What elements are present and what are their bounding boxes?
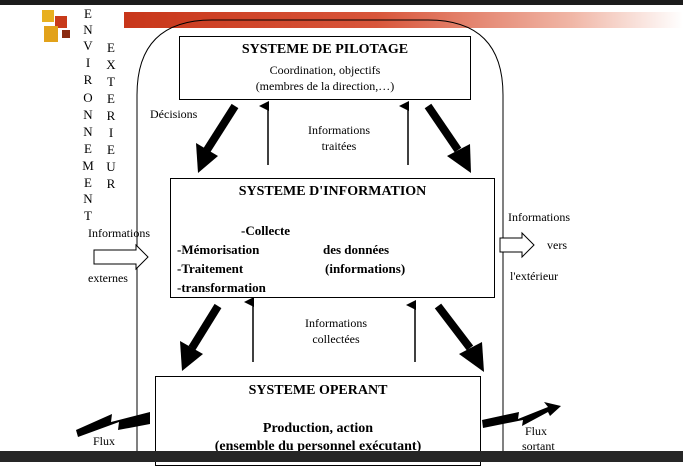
bottom-border: [0, 451, 683, 462]
ext-letter: E: [107, 142, 115, 157]
env-letter: I: [85, 55, 91, 70]
ext-letter: E: [107, 40, 115, 55]
env-letter: N: [83, 124, 93, 139]
info-in-arrow: [93, 243, 149, 271]
flux-out-label-1: Flux: [525, 424, 548, 438]
env-letter: E: [84, 175, 92, 190]
info-in-label-2: externes: [88, 271, 128, 285]
flux-out-label-2: sortant: [522, 439, 555, 453]
flux-in-label: Flux: [93, 434, 116, 448]
ext-letter: I: [108, 125, 114, 140]
env-letter: E: [84, 6, 92, 21]
order-arrow-right: [434, 303, 484, 372]
ext-letter: T: [107, 74, 115, 89]
ext-letter: E: [107, 91, 115, 106]
pilotage-line1: Coordination, objectifs: [269, 63, 381, 77]
info-out-label-2: vers: [547, 238, 567, 252]
info-collectees-label-1: Informations: [305, 316, 367, 330]
ext-letter: X: [106, 57, 116, 72]
order-arrow-left: [180, 303, 222, 371]
info-traitees-label-2: traitées: [321, 139, 357, 153]
des-donnees-label: des données: [323, 242, 390, 257]
env-letter: M: [82, 158, 94, 173]
info-out-arrow: [499, 231, 535, 259]
operant-line2: (ensemble du personnel exécutant): [214, 439, 422, 454]
informations-label: (informations): [325, 261, 406, 276]
operant-title: SYSTEME OPERANT: [248, 383, 388, 398]
enterprise-boundary: [136, 19, 504, 451]
top-border: [0, 0, 683, 5]
transformation-item: -transformation: [177, 280, 266, 295]
decisions-label: Décisions: [150, 107, 198, 121]
pilotage-title: SYSTEME DE PILOTAGE: [241, 42, 409, 57]
pilotage-box: SYSTEME DE PILOTAGE Coordination, object…: [179, 36, 471, 100]
information-box: SYSTEME D'INFORMATION -Collecte -Mémoris…: [170, 178, 495, 298]
flux-in-bolt: [76, 412, 150, 437]
env-letter: R: [83, 72, 93, 87]
ext-letter: U: [106, 159, 116, 174]
decision-arrow-right: [424, 103, 471, 173]
ext-letter: R: [106, 176, 116, 191]
operant-line1: Production, action: [262, 421, 374, 436]
flux-out-bolt: [482, 402, 561, 428]
env-letter: T: [84, 208, 92, 223]
info-in-label-1: Informations: [88, 226, 150, 240]
logo-icon: [42, 10, 78, 44]
memorisation-item: -Mémorisation: [177, 242, 260, 257]
pilotage-line2: (membres de la direction,…): [255, 79, 395, 93]
info-out-label-1: Informations: [508, 210, 570, 224]
env-letter: N: [83, 22, 93, 37]
ext-letter: R: [106, 108, 116, 123]
decision-arrow-left: [196, 103, 239, 173]
env-letter: O: [83, 90, 93, 105]
collecte-item: -Collecte: [241, 223, 291, 238]
info-out-label-3: l'extérieur: [510, 269, 559, 283]
env-letter: N: [83, 191, 93, 206]
env-letter: V: [83, 38, 93, 53]
info-collectees-label-2: collectées: [312, 332, 360, 346]
information-title: SYSTEME D'INFORMATION: [238, 184, 427, 199]
info-traitees-label-1: Informations: [308, 123, 370, 137]
traitement-item: -Traitement: [177, 261, 244, 276]
env-letter: E: [84, 141, 92, 156]
env-letter: N: [83, 107, 93, 122]
